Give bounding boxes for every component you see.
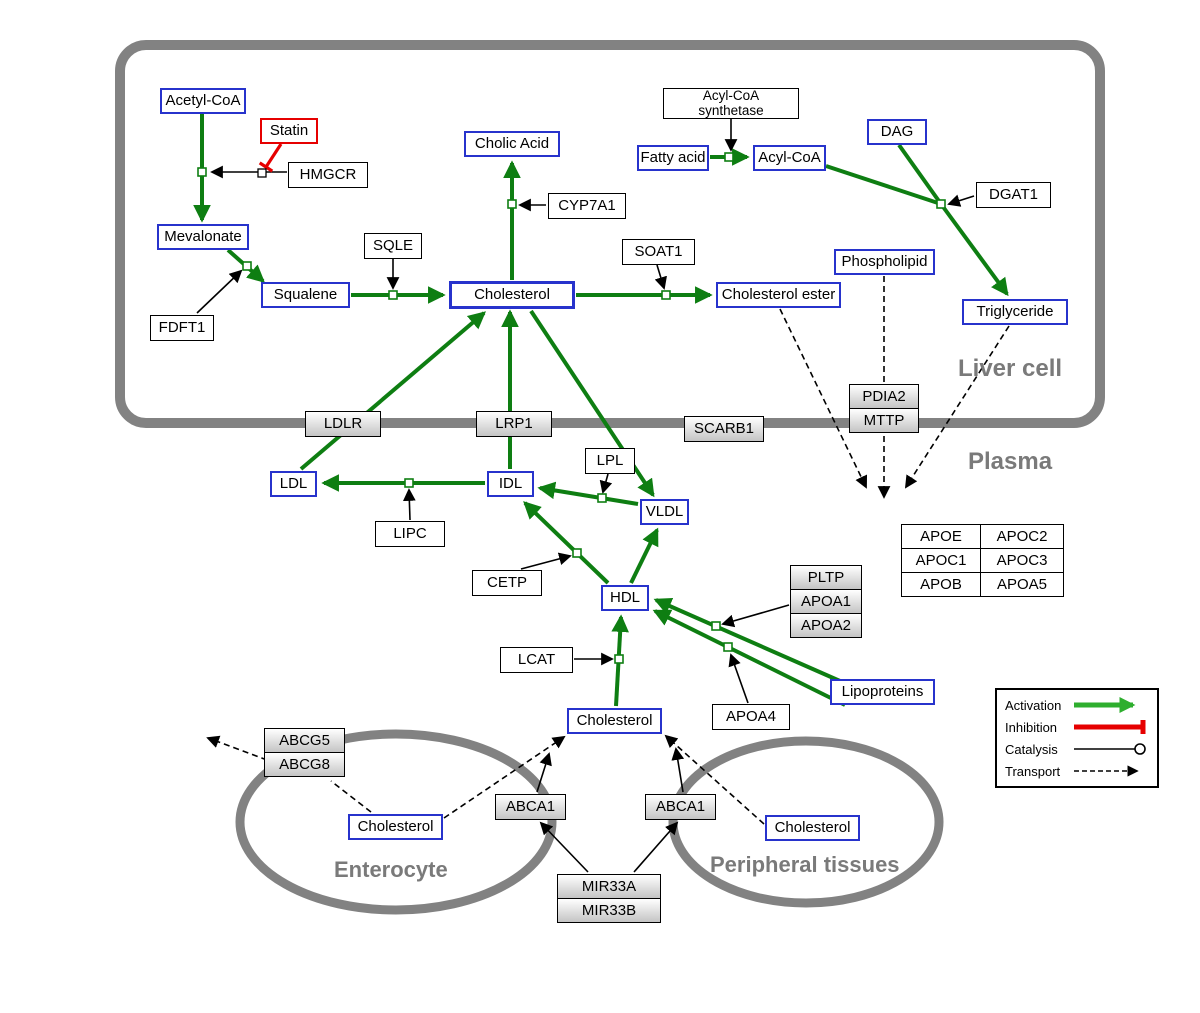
node-apoc2[interactable]: APOC2: [980, 524, 1064, 549]
node-scarb1[interactable]: SCARB1: [684, 416, 764, 442]
peripheral-tissues-label: Peripheral tissues: [710, 852, 900, 877]
node-pdia2[interactable]: PDIA2: [849, 384, 919, 409]
inhibition-edge: [258, 143, 283, 173]
node-fdft1[interactable]: FDFT1: [150, 315, 214, 341]
legend-row-catalysis: Catalysis: [1005, 741, 1149, 757]
node-hmgcr[interactable]: HMGCR: [288, 162, 368, 188]
node-lrp1[interactable]: LRP1: [476, 411, 552, 437]
plasma-label: Plasma: [968, 448, 1053, 475]
inhibition-tbar-icon: [1074, 720, 1146, 734]
node-triglyceride[interactable]: Triglyceride: [962, 299, 1068, 325]
node-statin[interactable]: Statin: [260, 118, 318, 144]
node-apoa2[interactable]: APOA2: [790, 613, 862, 638]
transport-dashed-arrow-icon: [1074, 765, 1139, 777]
node-apoa5[interactable]: APOA5: [980, 572, 1064, 597]
node-abca1-peripheral[interactable]: ABCA1: [645, 794, 716, 820]
legend-row-inhibition: Inhibition: [1005, 719, 1149, 735]
node-abcg8[interactable]: ABCG8: [264, 752, 345, 777]
node-squalene[interactable]: Squalene: [261, 282, 350, 308]
node-cholesterol-plasma[interactable]: Cholesterol: [567, 708, 662, 734]
node-sqle[interactable]: SQLE: [364, 233, 422, 259]
node-mttp[interactable]: MTTP: [849, 408, 919, 433]
catalysis-edges: [196, 118, 975, 793]
node-cetp[interactable]: CETP: [472, 570, 542, 596]
liver-cell-membrane: [115, 40, 1105, 428]
node-cholesterol-enterocyte[interactable]: Cholesterol: [348, 814, 443, 840]
node-fatty-acid[interactable]: Fatty acid: [637, 145, 709, 171]
node-acyl-coa[interactable]: Acyl-CoA: [753, 145, 826, 171]
legend-row-transport: Transport: [1005, 763, 1149, 779]
legend: Activation Inhibition Catalysis Transpor…: [995, 688, 1159, 788]
edge-anchors: [197, 152, 946, 664]
node-dgat1[interactable]: DGAT1: [976, 182, 1051, 208]
legend-inhibition-label: Inhibition: [1005, 719, 1058, 735]
transport-edges: [206, 276, 1010, 825]
node-phospholipid[interactable]: Phospholipid: [834, 249, 935, 275]
node-lipoproteins[interactable]: Lipoproteins: [830, 679, 935, 705]
liver-cell-label: Liver cell: [958, 355, 1063, 382]
node-lipc[interactable]: LIPC: [375, 521, 445, 547]
legend-transport-label: Transport: [1005, 763, 1061, 779]
node-mir33a[interactable]: MIR33A: [557, 874, 661, 899]
node-hdl[interactable]: HDL: [601, 585, 649, 611]
node-abcg5[interactable]: ABCG5: [264, 728, 345, 753]
node-apob[interactable]: APOB: [901, 572, 981, 597]
catalysis-circle-icon: [1074, 743, 1146, 755]
node-dag[interactable]: DAG: [867, 119, 927, 145]
node-acetyl-coa[interactable]: Acetyl-CoA: [160, 88, 246, 114]
membranes: [115, 40, 1105, 915]
node-ldlr[interactable]: LDLR: [305, 411, 381, 437]
node-apoa1[interactable]: APOA1: [790, 589, 862, 614]
node-lpl[interactable]: LPL: [585, 448, 635, 474]
node-cholic-acid[interactable]: Cholic Acid: [464, 131, 560, 157]
activation-arrow-icon: [1074, 697, 1136, 713]
node-ldl[interactable]: LDL: [270, 471, 317, 497]
legend-activation-label: Activation: [1005, 697, 1062, 713]
node-soat1[interactable]: SOAT1: [622, 239, 695, 265]
node-cholesterol-ester[interactable]: Cholesterol ester: [716, 282, 841, 308]
legend-row-activation: Activation: [1005, 697, 1149, 713]
node-abca1-enterocyte[interactable]: ABCA1: [495, 794, 566, 820]
node-mevalonate[interactable]: Mevalonate: [157, 224, 249, 250]
node-apoe[interactable]: APOE: [901, 524, 981, 549]
enterocyte-label: Enterocyte: [334, 857, 448, 882]
node-vldl[interactable]: VLDL: [640, 499, 689, 525]
node-apoa4[interactable]: APOA4: [712, 704, 790, 730]
node-idl[interactable]: IDL: [487, 471, 534, 497]
node-apoc1[interactable]: APOC1: [901, 548, 981, 573]
node-pltp[interactable]: PLTP: [790, 565, 862, 590]
node-acyl-coa-synthetase[interactable]: Acyl-CoA synthetase: [663, 88, 799, 119]
node-lcat[interactable]: LCAT: [500, 647, 573, 673]
node-apoc3[interactable]: APOC3: [980, 548, 1064, 573]
legend-catalysis-label: Catalysis: [1005, 741, 1058, 757]
node-cholesterol-peripheral[interactable]: Cholesterol: [765, 815, 860, 841]
mir33-edges: [539, 821, 679, 873]
node-cyp7a1[interactable]: CYP7A1: [548, 193, 626, 219]
node-cholesterol-liver[interactable]: Cholesterol: [449, 281, 575, 309]
node-mir33b[interactable]: MIR33B: [557, 898, 661, 923]
